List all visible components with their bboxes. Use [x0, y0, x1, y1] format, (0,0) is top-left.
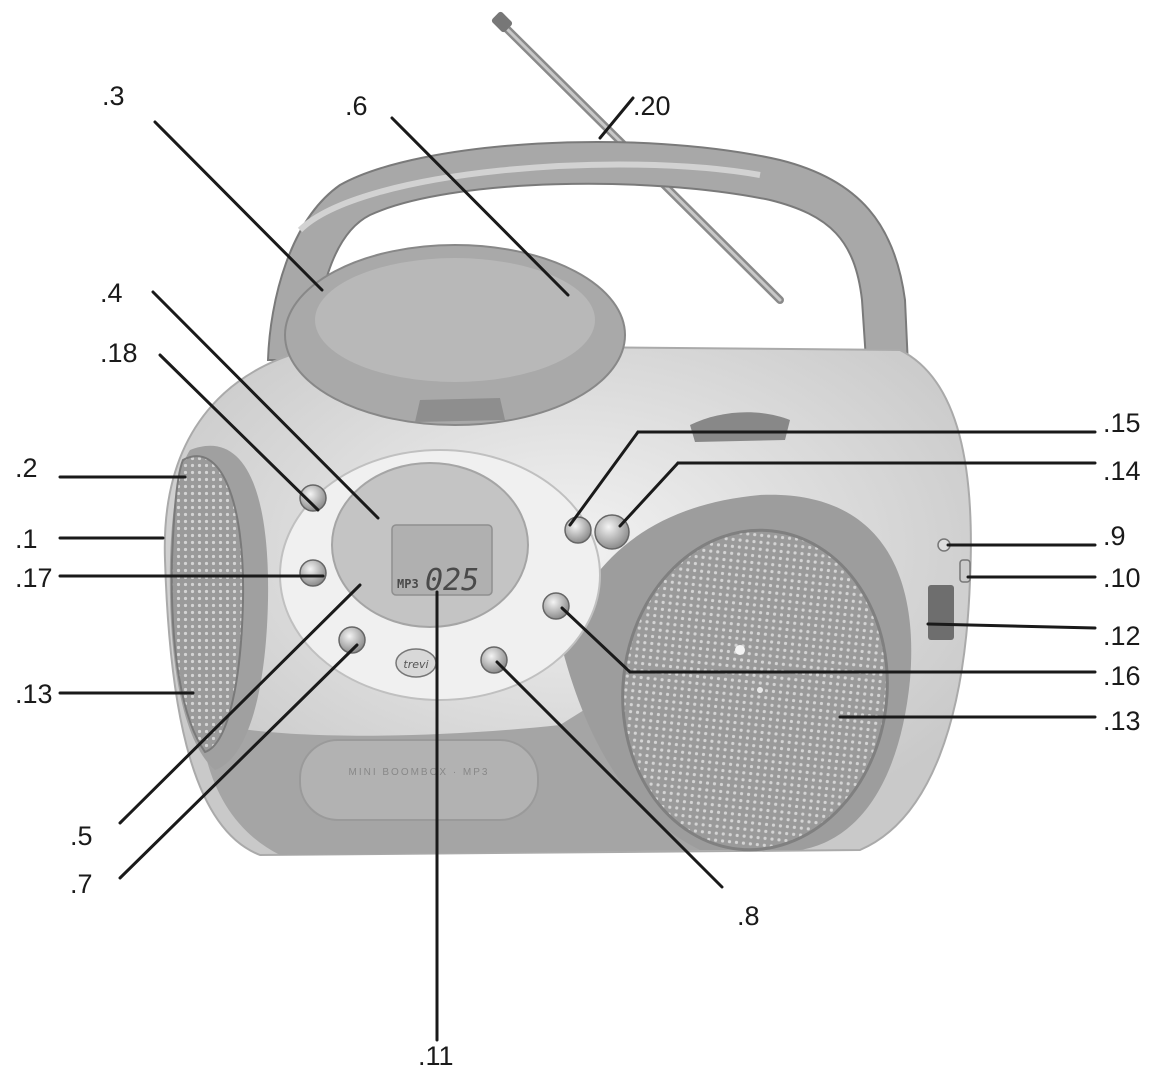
- button-17[interactable]: [299, 559, 327, 587]
- control-panel: MP3 025: [279, 449, 601, 701]
- callout-12: .12: [1103, 621, 1141, 651]
- carry-handle: [266, 141, 912, 422]
- side-slider-12[interactable]: [928, 585, 954, 640]
- left-speaker-grille: [170, 455, 245, 754]
- callout-8: .8: [737, 901, 760, 931]
- button-18[interactable]: [299, 484, 327, 512]
- callout-13-left: .13: [15, 679, 53, 709]
- callout-15: .15: [1103, 408, 1141, 438]
- callout-11: .11: [418, 1041, 454, 1071]
- callout-6: .6: [345, 91, 368, 121]
- button-15[interactable]: [564, 516, 592, 544]
- side-switch-10[interactable]: [959, 559, 971, 583]
- callout-17: .17: [15, 563, 53, 593]
- button-7[interactable]: [338, 626, 366, 654]
- leader-lines: [58, 96, 1097, 1042]
- svg-text:trevi: trevi: [403, 658, 428, 671]
- lcd-prefix: MP3: [397, 577, 419, 591]
- callout-14: .14: [1103, 456, 1141, 486]
- callout-labels: .3 .6 .20 .4 .18 .2 .1 .17 .13 .5 .7 .11…: [15, 81, 1141, 1071]
- callout-20: .20: [633, 91, 671, 121]
- callout-9: .9: [1103, 521, 1126, 551]
- callout-2: .2: [15, 453, 38, 483]
- nameplate-text: MINI BOOMBOX · MP3: [348, 767, 489, 778]
- callout-5: .5: [70, 821, 93, 851]
- cd-lid: [284, 244, 790, 442]
- callout-16: .16: [1103, 661, 1141, 691]
- callout-18: .18: [100, 338, 138, 368]
- lcd-digits: 025: [425, 563, 479, 598]
- button-16[interactable]: [542, 592, 570, 620]
- callout-7: .7: [70, 869, 93, 899]
- callout-13-right: .13: [1103, 706, 1141, 736]
- front-nameplate: MINI BOOMBOX · MP3: [299, 739, 539, 821]
- side-controls: [928, 538, 971, 640]
- callout-1: .1: [15, 524, 38, 554]
- callout-10: .10: [1103, 563, 1141, 593]
- lcd-display: [391, 524, 493, 596]
- brand-logo: trevi: [395, 648, 437, 678]
- callout-4: .4: [100, 278, 123, 308]
- callout-3: .3: [102, 81, 125, 111]
- right-speaker-grille: [621, 528, 889, 852]
